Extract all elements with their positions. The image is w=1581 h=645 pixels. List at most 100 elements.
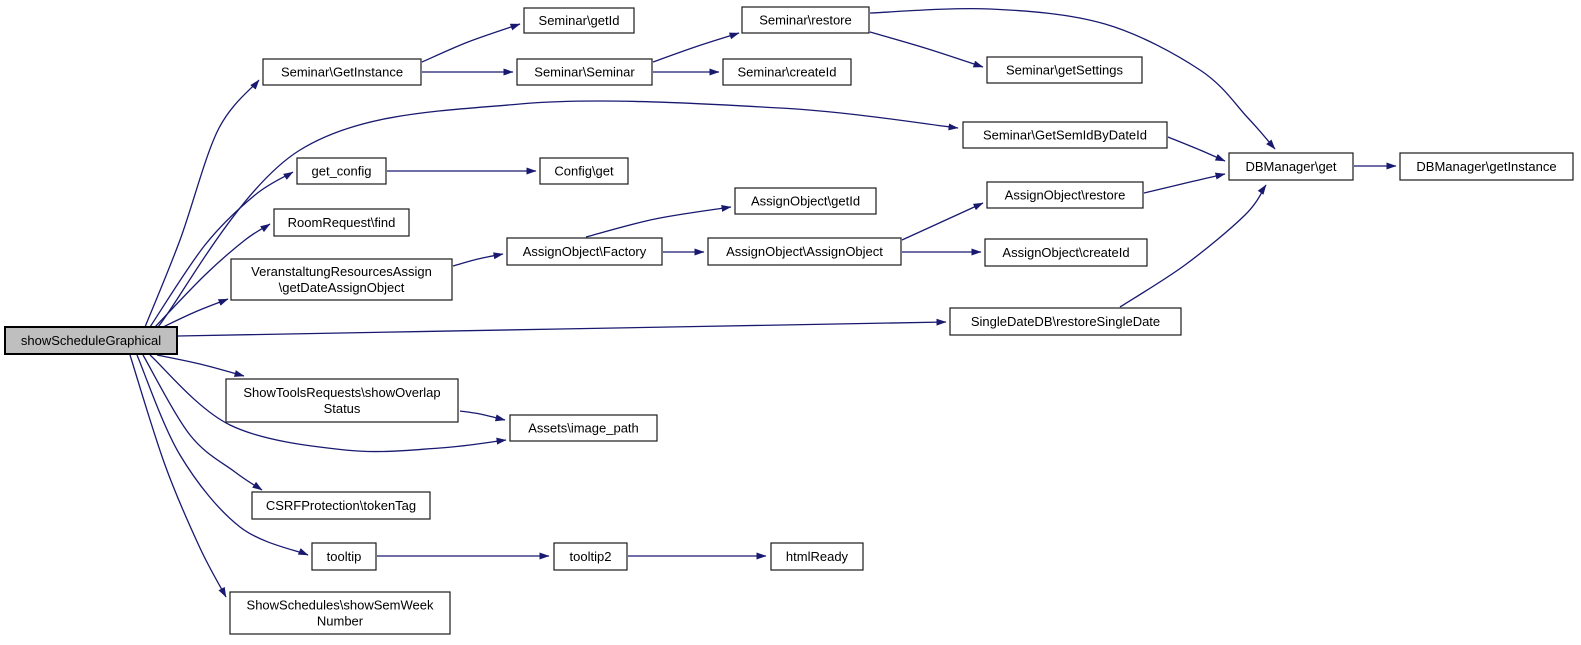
node-box bbox=[506, 237, 663, 266]
node-box bbox=[523, 7, 635, 34]
node-assign-object-create-id[interactable]: AssignObject\createId bbox=[984, 238, 1148, 267]
node-label: Seminar\getSettings bbox=[1006, 63, 1124, 78]
node-box bbox=[230, 258, 453, 301]
node-seminar-get-instance[interactable]: Seminar\GetInstance bbox=[262, 58, 422, 86]
edge-show-schedule-graphical-to-get-config bbox=[149, 171, 294, 328]
edge-show-schedule-graphical-to-csrf-protection-token-tag bbox=[142, 354, 263, 491]
node-label: Number bbox=[317, 614, 364, 629]
edge-show-tools-requests-show-overlap-status-to-assets-image-path bbox=[459, 410, 506, 422]
edge-show-schedule-graphical-to-seminar-get-instance bbox=[144, 79, 260, 328]
node-label: AssignObject\Factory bbox=[523, 244, 647, 259]
node-label: htmlReady bbox=[786, 549, 849, 564]
node-show-schedule-graphical[interactable]: showScheduleGraphical bbox=[4, 326, 178, 355]
node-box-highlighted bbox=[4, 326, 178, 355]
node-box bbox=[225, 378, 459, 423]
node-box bbox=[262, 58, 422, 86]
node-box bbox=[770, 542, 864, 571]
node-box bbox=[516, 58, 653, 86]
node-label: Seminar\restore bbox=[759, 13, 851, 28]
edge-seminar-restore-to-dbmanager-get bbox=[869, 7, 1276, 150]
node-single-date-db-restore-single-date[interactable]: SingleDateDB\restoreSingleDate bbox=[949, 307, 1182, 336]
node-dbmanager-get-instance[interactable]: DBManager\getInstance bbox=[1399, 152, 1574, 181]
edge-assign-object-factory-to-assign-object-get-id bbox=[585, 205, 732, 238]
node-label: showScheduleGraphical bbox=[21, 333, 161, 348]
node-seminar-seminar[interactable]: Seminar\Seminar bbox=[516, 58, 653, 86]
node-assign-object-restore[interactable]: AssignObject\restore bbox=[986, 181, 1144, 209]
node-label: AssignObject\getId bbox=[751, 194, 860, 209]
node-label: \getDateAssignObject bbox=[279, 280, 405, 295]
node-box bbox=[311, 542, 377, 571]
node-config-get[interactable]: Config\get bbox=[539, 157, 629, 185]
node-label: ShowToolsRequests\showOverlap bbox=[243, 385, 440, 400]
node-box bbox=[229, 591, 451, 635]
node-box bbox=[707, 237, 902, 266]
node-label: Seminar\GetInstance bbox=[281, 65, 403, 80]
edge-show-schedule-graphical-to-single-date-db-restore-single-date bbox=[177, 318, 947, 337]
node-seminar-get-id[interactable]: Seminar\getId bbox=[523, 7, 635, 34]
node-label: Seminar\getId bbox=[539, 13, 620, 28]
node-label: Seminar\Seminar bbox=[534, 65, 635, 80]
node-assign-object-get-id[interactable]: AssignObject\getId bbox=[734, 187, 877, 215]
node-label: Seminar\GetSemIdByDateId bbox=[983, 128, 1147, 143]
edge-show-schedule-graphical-to-veranstaltung-get-date-assign-object bbox=[162, 298, 229, 328]
edge-assign-object-restore-to-dbmanager-get bbox=[1143, 172, 1226, 194]
node-label: DBManager\getInstance bbox=[1416, 159, 1556, 174]
edge-seminar-get-sem-id-by-date-id-to-dbmanager-get bbox=[1167, 136, 1226, 162]
node-box bbox=[986, 56, 1143, 84]
node-label: SingleDateDB\restoreSingleDate bbox=[971, 314, 1160, 329]
node-box bbox=[722, 58, 852, 86]
node-label: tooltip2 bbox=[570, 549, 612, 564]
node-label: get_config bbox=[312, 164, 372, 179]
node-assign-object-factory[interactable]: AssignObject\Factory bbox=[506, 237, 663, 266]
node-box bbox=[986, 181, 1144, 209]
node-seminar-restore[interactable]: Seminar\restore bbox=[741, 6, 870, 34]
node-html-ready[interactable]: htmlReady bbox=[770, 542, 864, 571]
edge-seminar-get-instance-to-seminar-get-id bbox=[421, 23, 521, 63]
node-seminar-get-sem-id-by-date-id[interactable]: Seminar\GetSemIdByDateId bbox=[962, 121, 1168, 149]
node-box bbox=[734, 187, 877, 215]
node-label: Status bbox=[324, 401, 361, 416]
edge-seminar-restore-to-seminar-get-settings bbox=[869, 31, 984, 68]
node-seminar-get-settings[interactable]: Seminar\getSettings bbox=[986, 56, 1143, 84]
node-tooltip2[interactable]: tooltip2 bbox=[553, 542, 628, 571]
edge-show-schedule-graphical-to-show-tools-requests-show-overlap-status bbox=[156, 354, 245, 377]
node-box bbox=[1399, 152, 1574, 181]
node-box bbox=[509, 414, 658, 442]
node-label: Seminar\createId bbox=[738, 65, 837, 80]
node-label: Config\get bbox=[554, 164, 614, 179]
node-box bbox=[741, 6, 870, 34]
node-box bbox=[539, 157, 629, 185]
node-box bbox=[1228, 152, 1354, 181]
node-csrf-protection-token-tag[interactable]: CSRFProtection\tokenTag bbox=[251, 491, 431, 520]
node-label: RoomRequest\find bbox=[288, 215, 396, 230]
node-label: AssignObject\AssignObject bbox=[726, 244, 883, 259]
edge-single-date-db-restore-single-date-to-dbmanager-get bbox=[1119, 184, 1267, 308]
node-seminar-create-id[interactable]: Seminar\createId bbox=[722, 58, 852, 86]
node-assets-image-path[interactable]: Assets\image_path bbox=[509, 414, 658, 442]
node-veranstaltung-get-date-assign-object[interactable]: VeranstaltungResourcesAssign\getDateAssi… bbox=[230, 258, 453, 301]
node-label: AssignObject\createId bbox=[1002, 245, 1129, 260]
node-room-request-find[interactable]: RoomRequest\find bbox=[273, 208, 410, 237]
node-dbmanager-get[interactable]: DBManager\get bbox=[1228, 152, 1354, 181]
node-box bbox=[984, 238, 1148, 267]
node-box bbox=[949, 307, 1182, 336]
edge-show-schedule-graphical-to-seminar-get-sem-id-by-date-id bbox=[157, 100, 959, 328]
node-box bbox=[251, 491, 431, 520]
node-label: tooltip bbox=[327, 549, 362, 564]
node-get-config[interactable]: get_config bbox=[296, 157, 387, 185]
edge-assign-object-assign-object-to-assign-object-restore bbox=[901, 202, 984, 241]
node-label: CSRFProtection\tokenTag bbox=[266, 498, 416, 513]
node-box bbox=[296, 157, 387, 185]
edge-show-schedule-graphical-to-tooltip bbox=[136, 354, 309, 556]
node-tooltip[interactable]: tooltip bbox=[311, 542, 377, 571]
edge-show-schedule-graphical-to-show-schedules-show-sem-week-number bbox=[129, 354, 227, 598]
node-label: DBManager\get bbox=[1245, 159, 1336, 174]
node-assign-object-assign-object[interactable]: AssignObject\AssignObject bbox=[707, 237, 902, 266]
node-box bbox=[962, 121, 1168, 149]
node-box bbox=[273, 208, 410, 237]
node-label: AssignObject\restore bbox=[1005, 188, 1126, 203]
